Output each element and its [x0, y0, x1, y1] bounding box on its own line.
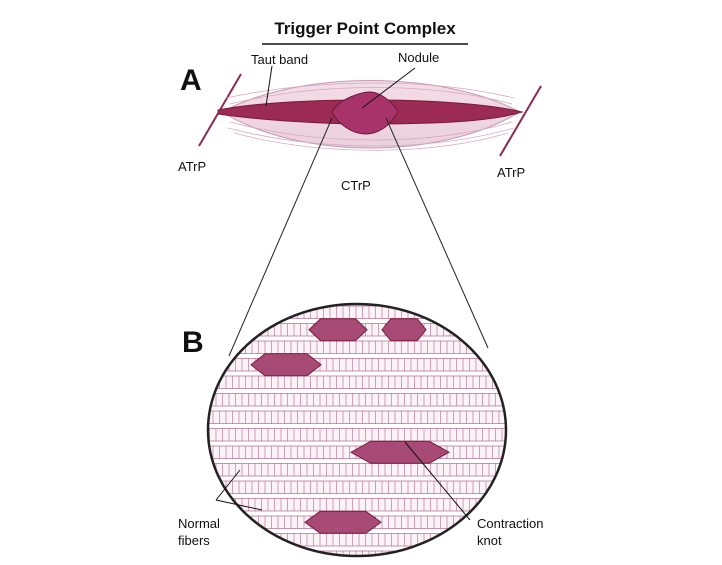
muscle-fiber [208, 498, 506, 512]
normal-fibers-pointer-2 [215, 499, 263, 511]
fiber-striations [208, 376, 506, 389]
nodule [331, 91, 399, 135]
fiber-striations [208, 481, 506, 494]
muscle-fiber [208, 410, 506, 424]
atrp-right-label: ATrP [497, 165, 525, 180]
taut-band-pointer [265, 65, 273, 107]
panel-label-b: B [182, 326, 204, 359]
muscle-fiber [208, 463, 506, 477]
muscle-fiber [208, 393, 506, 407]
contraction-knot [381, 318, 427, 342]
muscle-fiber [208, 480, 506, 494]
panel-label-a: A [180, 64, 202, 97]
muscle-striations [225, 82, 515, 151]
muscle-fiber [208, 305, 506, 319]
zoom-line-right [385, 117, 489, 349]
muscle-fiber [208, 533, 506, 547]
atrp-left-label: ATrP [178, 159, 206, 174]
muscle-fiber [208, 375, 506, 389]
contraction-knot [349, 440, 451, 464]
title: Trigger Point Complex [274, 19, 456, 38]
contraction-knot-label-2: knot [477, 533, 502, 548]
contraction-knot [250, 353, 322, 377]
muscle-fiber [208, 550, 506, 556]
muscle-fiber [208, 358, 506, 372]
muscle-fiber [208, 428, 506, 442]
right-attachment [499, 85, 542, 157]
fiber-striations [208, 411, 506, 424]
normal-fibers-label-2: fibers [178, 533, 210, 548]
fiber-striations [208, 306, 506, 319]
fiber-striations [208, 463, 506, 476]
fiber-striations [208, 393, 506, 406]
contraction-knot [304, 510, 382, 534]
fiber-striations [208, 428, 506, 441]
nodule-label: Nodule [398, 50, 439, 65]
normal-fibers-pointer-1 [215, 469, 241, 501]
taut-band-label: Taut band [251, 52, 308, 67]
nodule-pointer [361, 67, 416, 109]
contraction-knot [308, 318, 368, 342]
normal-fibers-label-1: Normal [178, 516, 220, 531]
contraction-knot-label-1: Contraction [477, 516, 543, 531]
muscle-fiber [208, 340, 506, 354]
magnified-fibers-panel-b [206, 302, 508, 558]
muscle-panel-a: A Taut band Nodule ATrP ATrP CTrP [178, 50, 542, 193]
magnified-circle-outline [206, 302, 508, 558]
zoom-line-left [228, 117, 333, 357]
ctrp-label: CTrP [341, 178, 371, 193]
contraction-knot-pointer [404, 441, 471, 521]
